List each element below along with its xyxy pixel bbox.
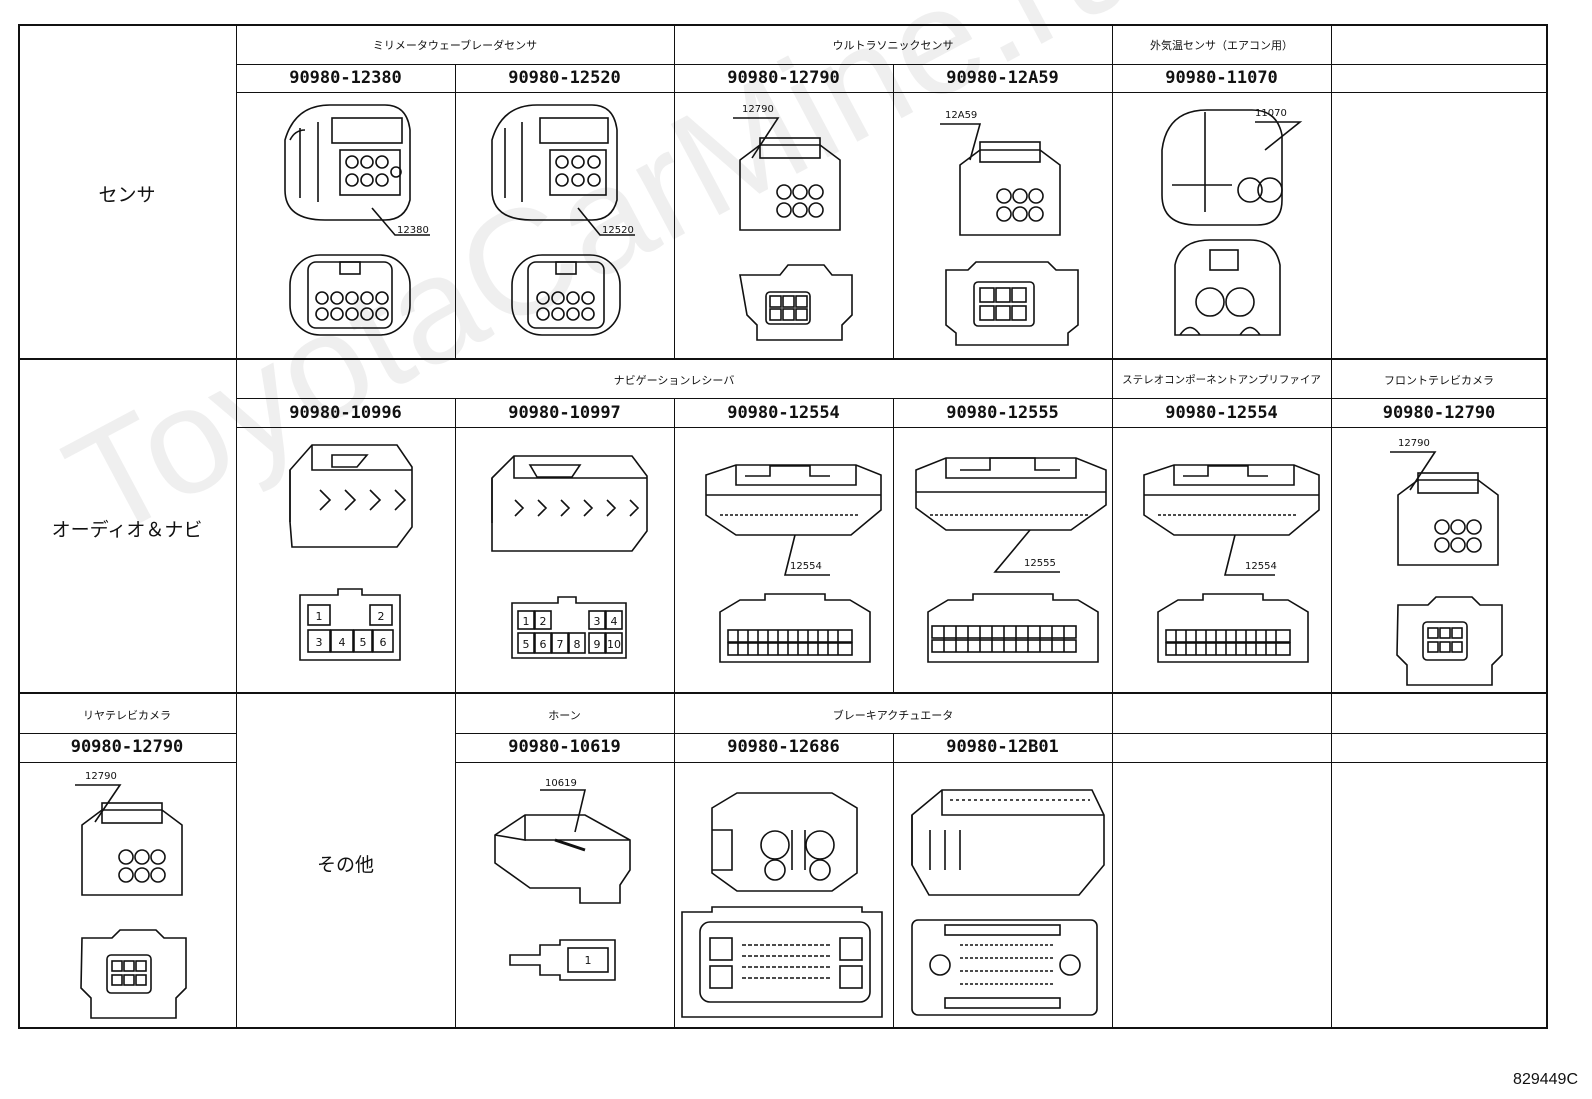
other-label: その他 bbox=[316, 854, 374, 876]
connector-12520-face bbox=[511, 254, 621, 336]
connector-10619-3d: 10619 bbox=[494, 778, 631, 904]
pin: 6 bbox=[540, 638, 547, 651]
connector-12b01-3d bbox=[911, 789, 1105, 896]
pin: 5 bbox=[360, 636, 367, 649]
connector-12555-face bbox=[927, 593, 1099, 663]
pin: 6 bbox=[380, 636, 387, 649]
connector-10996-face: 1 2 3 4 5 6 bbox=[299, 588, 401, 661]
part-number: 90980-12555 bbox=[946, 403, 1059, 423]
callout-11070: 11070 bbox=[1255, 108, 1287, 119]
row2-group-2: ステレオコンポーネントアンプリファイア bbox=[1122, 374, 1321, 386]
connector-12554-face bbox=[719, 593, 871, 663]
callout-12790-b: 12790 bbox=[1398, 438, 1430, 449]
row3-group-1: リヤテレビカメラ bbox=[83, 709, 171, 722]
pin: 8 bbox=[574, 638, 581, 651]
pin: 3 bbox=[316, 636, 323, 649]
part-number: 90980-12790 bbox=[727, 68, 840, 88]
connector-12380-3d: 12380 bbox=[284, 104, 430, 236]
part-number: 90980-12A59 bbox=[946, 68, 1059, 88]
pin: 5 bbox=[523, 638, 530, 651]
connector-10996-3d bbox=[289, 444, 413, 548]
row3-group-3: ブレーキアクチュエータ bbox=[832, 709, 954, 722]
callout-12790: 12790 bbox=[742, 104, 774, 115]
connector-12790-3d-b: 12790 bbox=[1390, 438, 1499, 566]
connector-12790-face-c bbox=[80, 929, 187, 1019]
connector-10997-face: 1 2 3 4 5 6 7 8 9 10 bbox=[511, 596, 627, 659]
connector-12a59-3d: 12A59 bbox=[940, 110, 1061, 236]
connector-12686-face bbox=[681, 906, 883, 1018]
callout-12554-b: 12554 bbox=[1245, 561, 1277, 572]
row2-group-3: フロントテレビカメラ bbox=[1384, 374, 1494, 387]
pin: 2 bbox=[540, 615, 547, 628]
connector-12554-3d-b: 12554 bbox=[1143, 464, 1320, 576]
part-number: 90980-12520 bbox=[508, 68, 621, 88]
row3-group-2: ホーン bbox=[548, 709, 581, 722]
connector-12790-face bbox=[739, 264, 853, 341]
part-number: 90980-10997 bbox=[508, 403, 621, 423]
pin: 4 bbox=[339, 636, 346, 649]
connector-12554-3d: 12554 bbox=[705, 464, 882, 576]
pin: 1 bbox=[523, 615, 530, 628]
connector-12554-face-b bbox=[1157, 593, 1309, 663]
connector-11070-3d: 11070 bbox=[1161, 108, 1303, 226]
pin: 7 bbox=[557, 638, 564, 651]
callout-12554-a: 12554 bbox=[790, 561, 822, 572]
row2-group-1: ナビゲーションレシーバ bbox=[613, 374, 735, 387]
part-number: 90980-12B01 bbox=[946, 737, 1059, 757]
part-number: 90980-12790 bbox=[70, 737, 184, 757]
pin: 10 bbox=[607, 638, 621, 651]
row2-label: オーディオ＆ナビ bbox=[51, 519, 203, 541]
connector-12520-3d: 12520 bbox=[491, 104, 635, 236]
pin: 3 bbox=[594, 615, 601, 628]
connector-12686-3d bbox=[711, 792, 858, 892]
row1-group-3: 外気温センサ（エアコン用） bbox=[1150, 39, 1293, 52]
connector-12b01-face bbox=[911, 919, 1098, 1016]
connector-12790-face-b bbox=[1396, 596, 1503, 686]
part-number: 90980-10996 bbox=[289, 403, 402, 423]
callout-12555: 12555 bbox=[1024, 558, 1056, 569]
part-number: 90980-12686 bbox=[727, 737, 840, 757]
connector-12a59-face bbox=[945, 261, 1079, 346]
row1-group-1: ミリメータウェーブレーダセンサ bbox=[372, 39, 538, 52]
part-number: 90980-10619 bbox=[508, 737, 621, 757]
part-number: 90980-11070 bbox=[1165, 68, 1278, 88]
callout-10619: 10619 bbox=[545, 778, 577, 789]
callout-12380: 12380 bbox=[397, 225, 429, 236]
callout-12520: 12520 bbox=[602, 225, 634, 236]
pin: 1 bbox=[316, 610, 323, 623]
pin: 1 bbox=[585, 954, 592, 967]
connector-12790-3d-c: 12790 bbox=[75, 771, 183, 896]
callout-12790-c: 12790 bbox=[85, 771, 117, 782]
connector-12380-face bbox=[289, 254, 411, 336]
callout-12a59: 12A59 bbox=[945, 110, 977, 121]
part-number: 90980-12790 bbox=[1382, 403, 1496, 423]
part-number: 90980-12554 bbox=[1165, 403, 1278, 423]
part-number: 90980-12554 bbox=[727, 403, 840, 423]
connector-12555-3d: 12555 bbox=[915, 457, 1107, 573]
connector-12790-3d: 12790 bbox=[733, 104, 841, 231]
connector-10997-3d bbox=[491, 455, 648, 552]
pin: 2 bbox=[378, 610, 385, 623]
pin: 4 bbox=[611, 615, 618, 628]
part-number: 90980-12380 bbox=[289, 68, 402, 88]
row1-group-2: ウルトラソニックセンサ bbox=[832, 39, 954, 52]
pin: 9 bbox=[594, 638, 601, 651]
connector-10619-face: 1 bbox=[509, 939, 616, 981]
row1-label: センサ bbox=[98, 184, 156, 206]
figure-code: 829449C bbox=[1513, 1071, 1578, 1088]
connector-11070-face bbox=[1174, 239, 1281, 336]
